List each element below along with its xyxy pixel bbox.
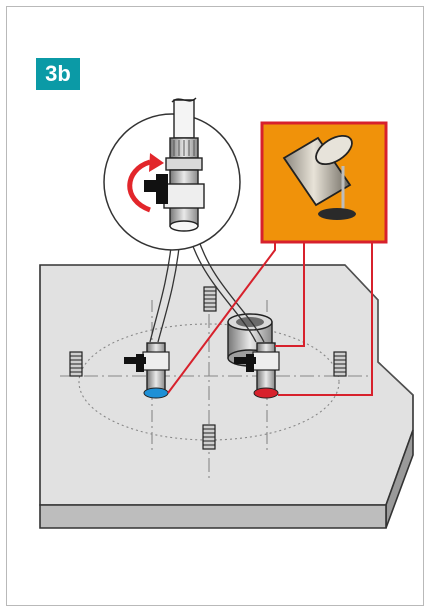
valve-left-icon — [124, 342, 170, 399]
illustration-page: 3b — [6, 6, 424, 606]
assembly-illustration — [39, 97, 414, 529]
bolt-left-icon — [69, 351, 83, 377]
bolt-back-icon — [203, 286, 217, 312]
pour-inset — [260, 121, 388, 244]
hose-lines — [149, 237, 265, 343]
rotation-arrow-icon — [127, 153, 164, 213]
valve-right-icon — [234, 342, 280, 399]
detail-magnifier — [103, 97, 241, 251]
base-plate — [39, 264, 414, 529]
pouring-cup-icon — [282, 134, 356, 220]
step-badge: 3b — [36, 58, 80, 90]
bolt-front-icon — [202, 424, 216, 450]
bolt-right-icon — [333, 351, 347, 377]
highlight-leader-lines — [167, 242, 373, 396]
